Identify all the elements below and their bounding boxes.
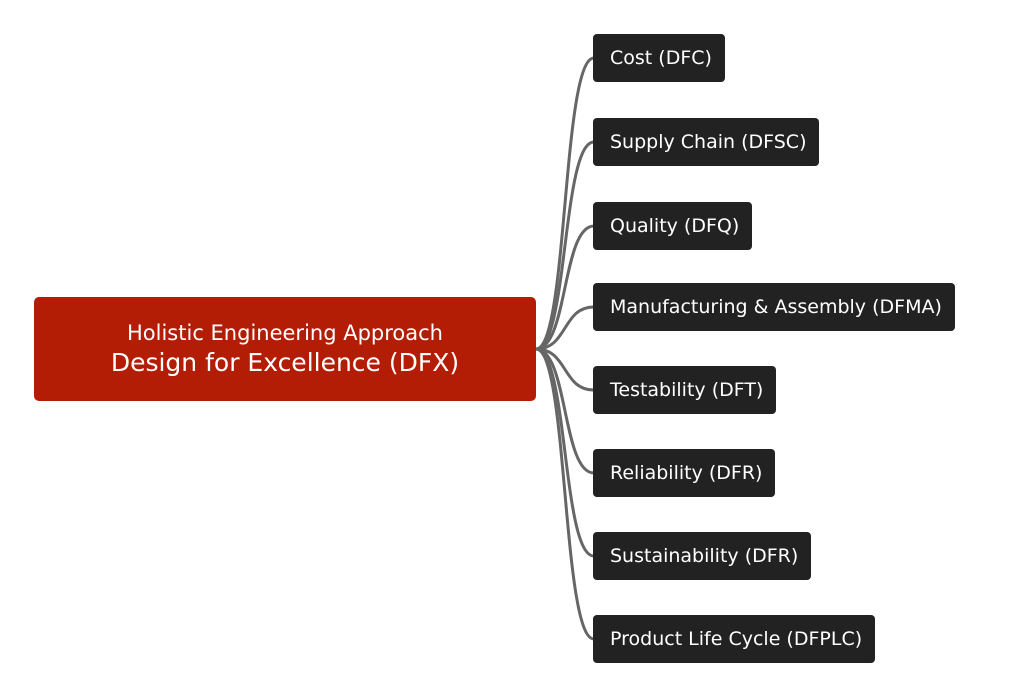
branch-label: Testability (DFT) xyxy=(610,379,764,401)
branch-label: Sustainability (DFR) xyxy=(610,545,799,567)
branch-node-manufacturing-assembly[interactable]: Manufacturing & Assembly (DFMA) xyxy=(593,283,955,331)
branch-label: Product Life Cycle (DFPLC) xyxy=(610,628,863,650)
branch-node-product-life-cycle[interactable]: Product Life Cycle (DFPLC) xyxy=(593,615,876,663)
connector-reliability xyxy=(535,347,595,475)
branch-label: Manufacturing & Assembly (DFMA) xyxy=(610,296,942,318)
connector-sustainability xyxy=(535,347,595,558)
connector-supply-chain xyxy=(535,140,595,351)
root-subtitle: Holistic Engineering Approach xyxy=(127,321,443,345)
branch-label: Supply Chain (DFSC) xyxy=(610,131,807,153)
branch-label: Reliability (DFR) xyxy=(610,462,763,484)
root-title: Design for Excellence (DFX) xyxy=(110,348,460,377)
branch-node-cost[interactable]: Cost (DFC) xyxy=(593,34,725,82)
branch-node-supply-chain[interactable]: Supply Chain (DFSC) xyxy=(593,118,820,166)
connector-quality xyxy=(535,224,595,351)
connector-testability xyxy=(535,347,595,392)
branch-label: Cost (DFC) xyxy=(610,47,712,69)
branch-node-sustainability[interactable]: Sustainability (DFR) xyxy=(593,532,812,580)
connector-product-life-cycle xyxy=(535,347,595,641)
connector-manufacturing xyxy=(535,305,595,351)
connector-cost xyxy=(535,56,595,351)
branch-node-quality[interactable]: Quality (DFQ) xyxy=(593,202,753,250)
branch-label: Quality (DFQ) xyxy=(610,215,740,237)
branch-node-reliability[interactable]: Reliability (DFR) xyxy=(593,449,776,497)
branch-node-testability[interactable]: Testability (DFT) xyxy=(593,366,777,414)
root-node[interactable]: Holistic Engineering Approach Design for… xyxy=(34,297,536,401)
